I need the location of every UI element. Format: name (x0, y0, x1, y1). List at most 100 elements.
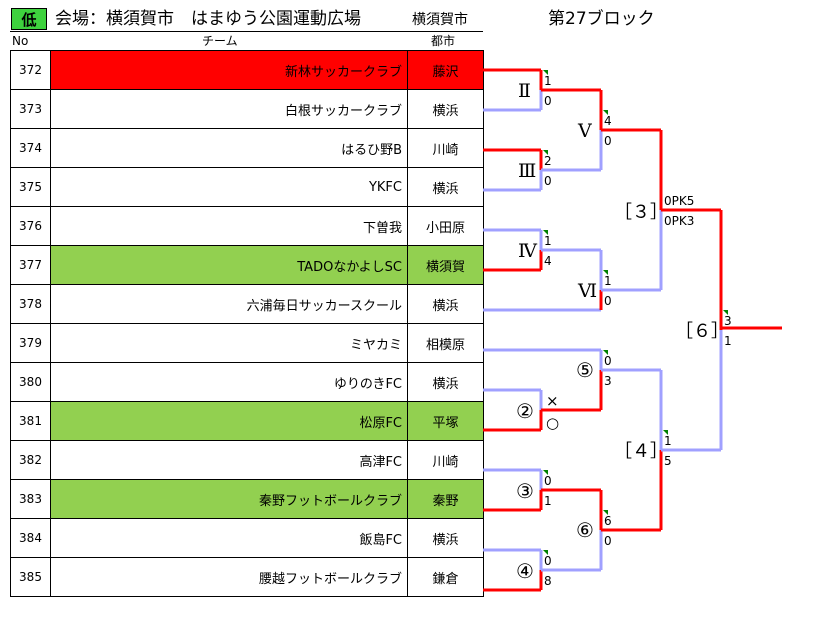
match-label-s3: ［３］ (614, 202, 668, 223)
column-header-team: チーム (202, 34, 238, 48)
team-city: 横浜 (407, 167, 484, 207)
team-city: 平塚 (407, 401, 484, 441)
top-score-c5: 0 (604, 354, 612, 368)
team-city: 横浜 (407, 362, 484, 402)
match-label-s4: ［４］ (614, 441, 668, 462)
top-score-c6: 6 (604, 514, 612, 528)
top-score-s6: 3 (724, 314, 732, 328)
team-city: 横須賀 (407, 245, 484, 285)
column-header-city: 都市 (431, 34, 456, 48)
match-label-m4: Ⅳ (518, 240, 538, 262)
team-city: 横浜 (407, 89, 484, 129)
bottom-score-c4: 8 (544, 574, 552, 588)
match-label-c5: ⑤ (576, 358, 594, 382)
corner-mark (603, 510, 608, 515)
bottom-score-m2: 0 (544, 94, 552, 108)
top-score-m2: 1 (544, 74, 552, 88)
match-label-m3: Ⅲ (518, 160, 536, 182)
team-city: 川崎 (407, 128, 484, 168)
team-name: 下曽我 (50, 206, 408, 246)
bottom-score-c2: ○ (546, 414, 559, 432)
match-label-m2: Ⅱ (518, 80, 531, 102)
team-name: 腰越フットボールクラブ (50, 557, 408, 597)
bottom-score-m4: 4 (544, 254, 552, 268)
top-score-m3: 2 (544, 154, 552, 168)
bottom-score-m3: 0 (544, 174, 552, 188)
venue-title: 会場：横須賀市 はまゆう公園運動広場 (55, 9, 361, 29)
corner-mark (603, 270, 608, 275)
top-score-c2: × (546, 392, 559, 410)
top-score-m6: 1 (604, 274, 612, 288)
corner-mark (603, 110, 608, 115)
bottom-score-c6: 0 (604, 534, 612, 548)
top-score-c3: 0 (544, 474, 552, 488)
corner-mark (543, 70, 548, 75)
bottom-score-m5: 0 (604, 134, 612, 148)
team-city: 横浜 (407, 518, 484, 558)
column-header-no: No (12, 34, 29, 48)
bottom-score-m6: 0 (604, 294, 612, 308)
match-label-m6: Ⅵ (577, 280, 597, 302)
team-name: はるひ野B (50, 128, 408, 168)
corner-mark (603, 350, 608, 355)
level-badge: 低 (11, 8, 47, 30)
team-number: 376 (10, 206, 51, 246)
corner-mark (543, 550, 548, 555)
team-name: 新林サッカークラブ (50, 50, 408, 90)
match-label-c4: ④ (516, 559, 534, 583)
team-city: 鎌倉 (407, 557, 484, 597)
bottom-score-s6: 1 (724, 334, 732, 348)
corner-mark (663, 430, 668, 435)
team-name: 松原FC (50, 401, 408, 441)
match-label-c2: ② (516, 399, 534, 423)
match-label-c6: ⑥ (576, 518, 594, 542)
top-score-s4: 1 (664, 434, 672, 448)
team-city: 小田原 (407, 206, 484, 246)
block-title: 第27ブロック (548, 9, 655, 29)
team-city: 相模原 (407, 323, 484, 363)
match-label-c3: ③ (516, 479, 534, 503)
team-name: YKFC (50, 167, 408, 207)
match-label-m5: Ⅴ (577, 120, 592, 142)
top-score-m5: 4 (604, 114, 612, 128)
host-city: 横須賀市 (412, 12, 468, 28)
team-number: 375 (10, 167, 51, 207)
bottom-score-s4: 5 (664, 454, 672, 468)
team-number: 383 (10, 479, 51, 519)
bottom-score-c3: 1 (544, 494, 552, 508)
bottom-score-c5: 3 (604, 374, 612, 388)
bottom-score-s3: 0PK3 (664, 214, 694, 228)
team-number: 378 (10, 284, 51, 324)
top-score-m4: 1 (544, 234, 552, 248)
team-city: 藤沢 (407, 50, 484, 90)
team-name: 飯島FC (50, 518, 408, 558)
team-number: 372 (10, 50, 51, 90)
team-number: 379 (10, 323, 51, 363)
corner-mark (723, 310, 728, 315)
team-name: TADOなかよしSC (50, 245, 408, 285)
team-number: 373 (10, 89, 51, 129)
corner-mark (543, 150, 548, 155)
corner-mark (543, 230, 548, 235)
top-score-c4: 0 (544, 554, 552, 568)
team-number: 380 (10, 362, 51, 402)
team-number: 374 (10, 128, 51, 168)
corner-mark (543, 470, 548, 475)
match-label-s6: ［６］ (675, 321, 729, 342)
top-score-s3: 0PK5 (664, 194, 694, 208)
